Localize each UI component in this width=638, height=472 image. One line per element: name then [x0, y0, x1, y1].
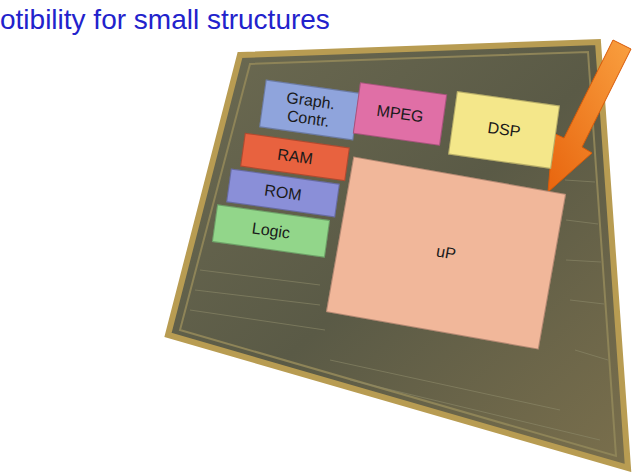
block-label: RAM: [276, 146, 314, 168]
chip-inner-ring: [180, 52, 616, 456]
chip-die: [168, 42, 628, 468]
slide-title: otibility for small structures: [0, 4, 330, 36]
callout-arrow: [548, 40, 631, 192]
block-label: Logic: [251, 220, 291, 243]
block-label: uP: [435, 243, 457, 264]
block-label: Graph. Contr.: [267, 87, 352, 133]
block-label: DSP: [486, 119, 521, 141]
block-label: MPEG: [375, 102, 424, 126]
block-label: ROM: [263, 182, 302, 205]
